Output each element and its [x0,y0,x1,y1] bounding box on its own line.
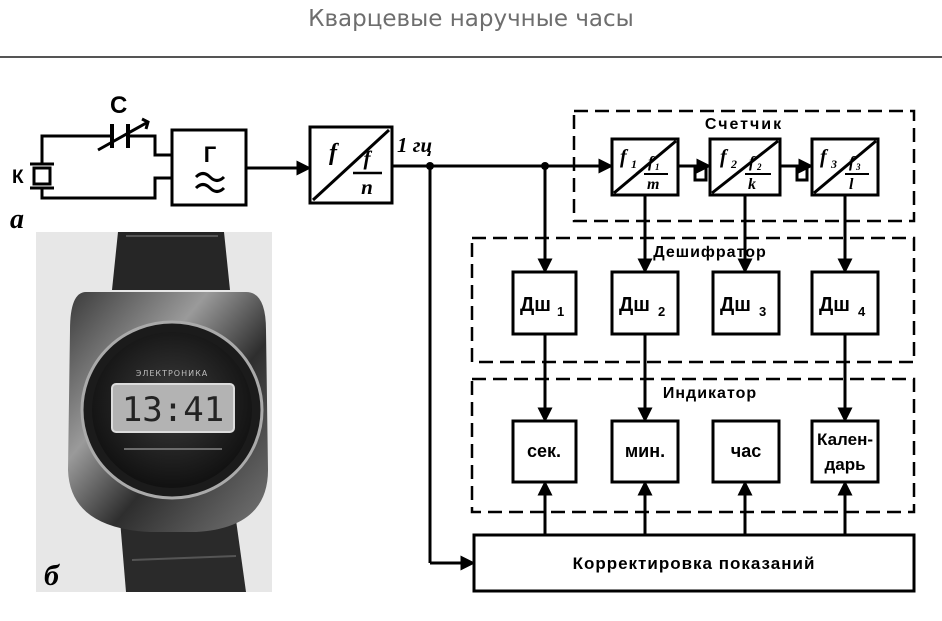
svg-text:дарь: дарь [824,455,865,474]
watch-brand: ЭЛЕКТРОНИКА [136,369,209,378]
indicator-calendar: Кален- дарь [810,419,880,484]
svg-text:3: 3 [855,162,861,172]
indicator-hours: час [711,419,781,484]
counter-stage-3: f 3 f 3 l [810,137,880,197]
svg-text:час: час [731,441,761,461]
label-1hz: 1 гц [397,133,432,157]
label-k: К [12,167,24,188]
svg-text:f: f [849,154,856,171]
indicator-group: Индикатор сек. мин. час Кален- дарь [470,334,916,514]
svg-text:Дш: Дш [720,294,751,316]
svg-text:Дш: Дш [520,294,551,316]
svg-text:f: f [720,146,729,168]
svg-text:2: 2 [756,162,762,172]
label-a: а [10,204,24,235]
svg-text:1: 1 [557,304,564,319]
svg-text:f: f [329,140,339,166]
svg-text:2: 2 [658,304,665,319]
correction-label: Корректировка показаний [573,554,816,573]
svg-text:мин.: мин. [625,441,665,461]
generator-block: Г [170,128,312,207]
watch-photo: ЭЛЕКТРОНИКА 13:41 б [36,232,272,592]
decoder-group: Дешифратор Дш 1 Дш 2 Дш 3 Дш 4 [470,166,916,364]
counter-group: Счетчик f 1 f 1 m f 2 f 2 k f 3 [572,109,916,223]
counter-stage-2: f 2 f 2 k [708,137,782,197]
counter-title: Счетчик [705,116,783,133]
indicator-seconds: сек. [511,419,578,484]
svg-text:f: f [820,146,829,168]
watch-strap-top [112,232,230,290]
frequency-divider: f f n 1 гц [308,125,432,205]
decoder-3: Дш 3 [711,270,781,336]
svg-text:f: f [749,154,756,171]
svg-text:2: 2 [730,157,737,171]
svg-text:Г: Г [204,142,217,167]
wave-icon [194,172,226,182]
crystal-circuit: С К а [10,92,172,235]
label-c: С [110,92,127,119]
svg-text:сек.: сек. [527,441,561,461]
svg-text:k: k [748,176,756,193]
indicator-minutes: мин. [610,419,680,484]
decoder-2: Дш 2 [610,270,680,336]
page-title: Кварцевые наручные часы [308,6,634,32]
svg-text:3: 3 [759,304,766,319]
svg-text:f: f [648,154,655,171]
svg-text:Кален-: Кален- [817,430,873,449]
watch-strap-bottom [120,520,246,592]
decoder-title: Дешифратор [653,244,767,261]
title-divider [0,56,942,58]
svg-text:1: 1 [655,162,660,172]
svg-text:4: 4 [858,304,866,319]
label-b: б [44,559,60,592]
watch-time: 13:41 [122,390,224,430]
main-bus [392,158,614,571]
svg-text:l: l [849,176,854,193]
svg-text:n: n [361,175,373,199]
svg-text:f: f [364,146,373,170]
decoder-1: Дш 1 [511,270,578,336]
indicator-title: Индикатор [663,385,757,402]
svg-text:Дш: Дш [819,294,850,316]
svg-text:1: 1 [631,157,637,171]
svg-text:m: m [647,176,659,193]
svg-text:3: 3 [830,157,837,171]
svg-text:f: f [620,146,629,168]
counter-stage-1: f 1 f 1 m [610,137,680,197]
decoder-4: Дш 4 [810,270,880,336]
svg-text:Дш: Дш [619,294,650,316]
watch-display [111,383,235,433]
correction-block: Корректировка показаний [472,480,916,593]
